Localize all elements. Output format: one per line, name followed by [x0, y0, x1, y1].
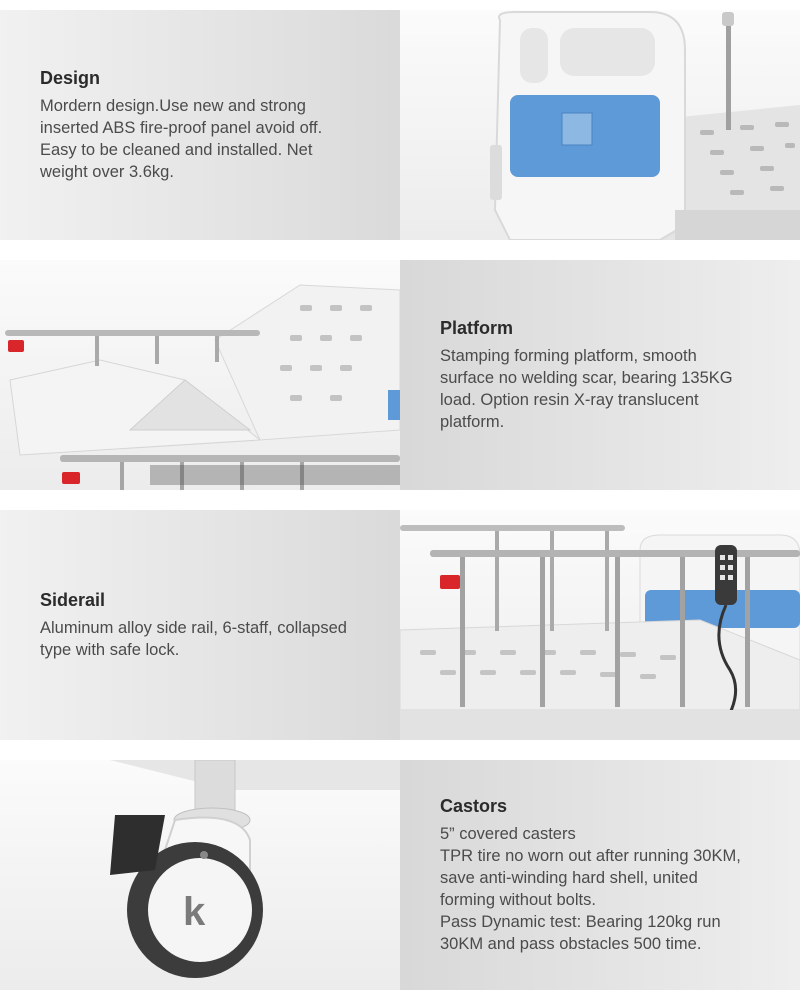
- siderail-image: [400, 510, 800, 740]
- platform-text-panel: Platform Stamping forming platform, smoo…: [400, 260, 800, 490]
- platform-section: Platform Stamping forming platform, smoo…: [0, 260, 800, 490]
- castors-line-3: save anti-winding hard shell, united: [440, 869, 698, 887]
- design-line-1: Mordern design.Use new and strong: [40, 97, 306, 115]
- siderail-line-1: Aluminum alloy side rail, 6-staff, colla…: [40, 619, 347, 637]
- castors-line-1: 5” covered casters: [440, 825, 576, 843]
- castor-image: k: [0, 760, 400, 990]
- design-title: Design: [40, 68, 101, 88]
- design-section: Design Mordern design.Use new and strong…: [0, 10, 800, 240]
- design-line-4: weight over 3.6kg.: [40, 163, 174, 181]
- castors-line-5: Pass Dynamic test: Bearing 120kg run: [440, 913, 721, 931]
- platform-title: Platform: [440, 318, 514, 338]
- castors-text-panel: Castors 5” covered casters TPR tire no w…: [400, 760, 800, 990]
- siderail-line-2: type with safe lock.: [40, 641, 180, 659]
- castors-line-2: TPR tire no worn out after running 30KM,: [440, 847, 741, 865]
- platform-line-2: surface no welding scar, bearing 135KG: [440, 369, 733, 387]
- castors-title: Castors: [440, 796, 508, 816]
- siderail-text-panel: Siderail Aluminum alloy side rail, 6-sta…: [0, 510, 400, 740]
- design-text-panel: Design Mordern design.Use new and strong…: [0, 10, 400, 240]
- design-line-2: inserted ABS fire-proof panel avoid off.: [40, 119, 323, 137]
- siderail-section: Siderail Aluminum alloy side rail, 6-sta…: [0, 510, 800, 740]
- platform-line-3: load. Option resin X-ray translucent: [440, 391, 699, 409]
- design-line-3: Easy to be cleaned and installed. Net: [40, 141, 313, 159]
- castors-line-4: forming without bolts.: [440, 891, 596, 909]
- platform-image: [0, 260, 400, 490]
- platform-line-1: Stamping forming platform, smooth: [440, 347, 697, 365]
- castors-section: k Castors 5” covered casters TPR tire no…: [0, 760, 800, 990]
- headboard-image: [400, 10, 800, 240]
- svg-text:k: k: [183, 890, 206, 934]
- siderail-title: Siderail: [40, 590, 106, 610]
- platform-line-4: platform.: [440, 413, 505, 431]
- castors-line-6: 30KM and pass obstacles 500 time.: [440, 935, 702, 953]
